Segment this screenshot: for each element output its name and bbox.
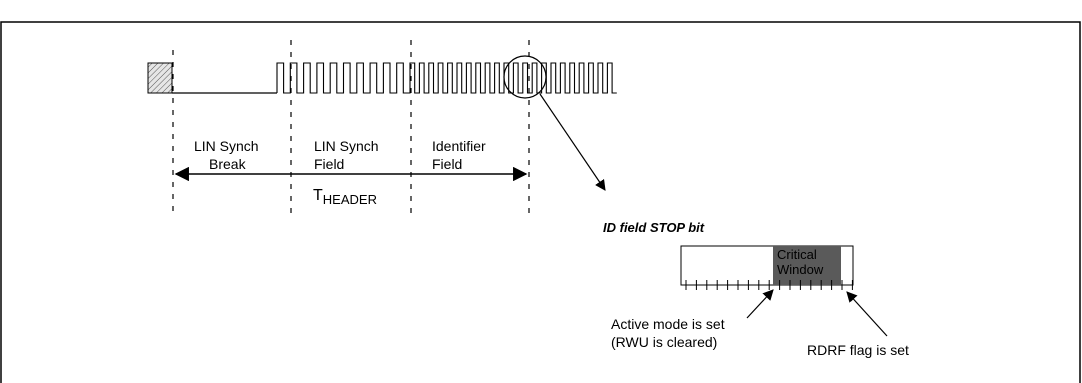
start-marker [147, 62, 173, 94]
stop-bit-zoom-circle [503, 55, 547, 99]
critical-window-label: Critical Window [777, 247, 824, 277]
active-mode-annotation: Active mode is set (RWU is cleared) [611, 316, 729, 350]
rdrf-annotation: RDRF flag is set [807, 342, 909, 358]
sync-break-label: LIN Synch Break [194, 138, 262, 172]
critical-window-region [773, 246, 841, 285]
rdrf-arrow [846, 291, 888, 337]
identifier-field-label: Identifier Field [432, 138, 490, 172]
header-time-label: THEADER [313, 187, 377, 207]
zoom-arrow [539, 93, 606, 191]
stop-bit-title: ID field STOP bit [603, 220, 705, 235]
active-mode-arrow [746, 289, 774, 319]
lin-waveform [276, 62, 617, 94]
waveform-path [276, 62, 617, 94]
figure-frame [0, 21, 1081, 383]
sync-field-label: LIN Synch Field [314, 138, 382, 172]
sample-ticks [685, 280, 853, 290]
